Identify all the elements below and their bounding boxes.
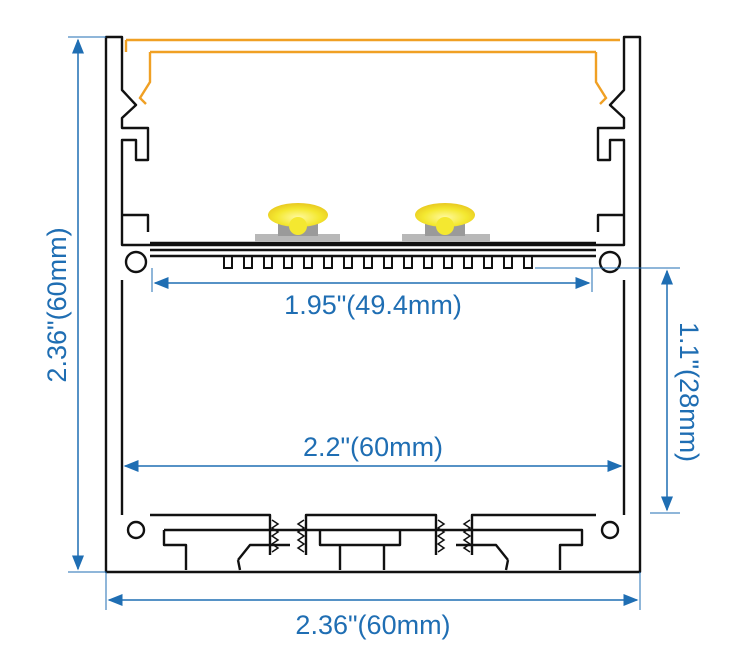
- heatsink-rib: [343, 255, 353, 269]
- heatsink-rib: [303, 255, 313, 269]
- dim-led-plate-width: 1.95"(49.4mm): [151, 268, 593, 320]
- heatsink-rib: [483, 255, 493, 269]
- heatsink-rib: [423, 255, 433, 269]
- led-chip-right: [402, 203, 490, 242]
- heatsink-rib: [383, 255, 393, 269]
- dim-overall-height: 2.36"(60mm): [42, 36, 106, 573]
- dim-inner-width: 2.2"(60mm): [123, 432, 623, 472]
- overall-height-label: 2.36"(60mm): [42, 227, 72, 382]
- heatsink-rib: [363, 255, 373, 269]
- heatsink-rib: [263, 255, 273, 269]
- heatsink-rib: [523, 255, 533, 269]
- heatsink-rib: [403, 255, 413, 269]
- lower-chamber-height-label: 1.1"(28mm): [674, 322, 704, 462]
- heatsink-rib: [223, 255, 233, 269]
- diffuser-cover: [124, 38, 620, 105]
- overall-width-label: 2.36"(60mm): [295, 610, 450, 640]
- heatsink-rib: [503, 255, 513, 269]
- heatsink-rib: [463, 255, 473, 269]
- aluminum-profile: [104, 35, 642, 574]
- dim-lower-chamber-height: 1.1"(28mm): [535, 267, 704, 514]
- heatsink-rib: [323, 255, 333, 269]
- heatsink-rib: [243, 255, 253, 269]
- heatsink-rib: [443, 255, 453, 269]
- heatsink-rib: [283, 255, 293, 269]
- dim-overall-width: 2.36"(60mm): [105, 572, 641, 640]
- led-chip-left: [255, 203, 340, 242]
- led-plate-width-label: 1.95"(49.4mm): [284, 290, 462, 320]
- inner-width-label: 2.2"(60mm): [303, 432, 443, 462]
